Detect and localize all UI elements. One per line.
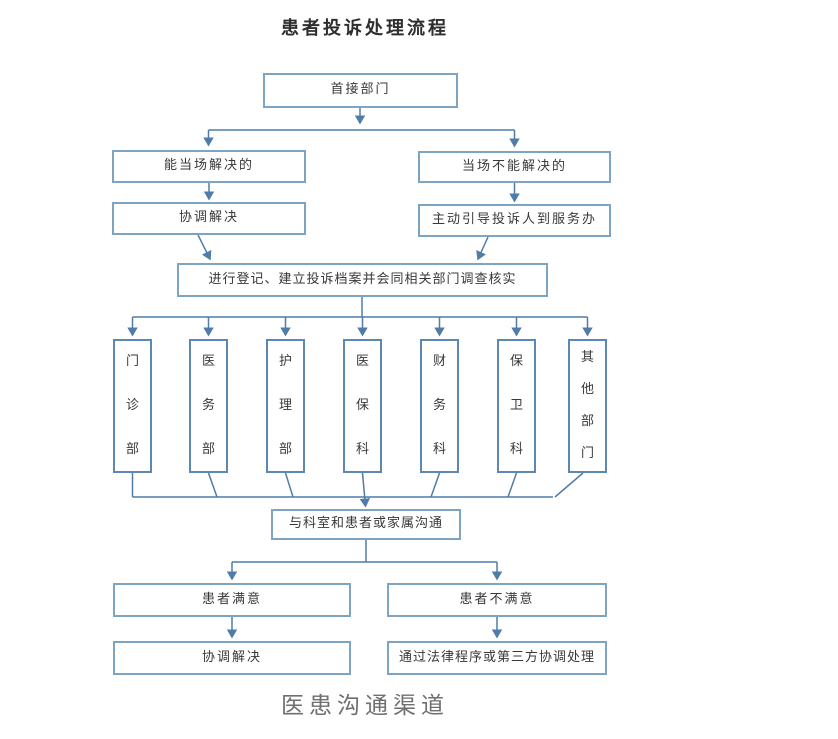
node-patient-unsatisfied: 患者不满意: [387, 583, 607, 617]
node-dept-outpatient: 门诊部: [113, 339, 152, 473]
node-label: 患者不满意: [459, 591, 535, 607]
node-label: 护理部: [278, 354, 292, 457]
node-dept-medical-insurance: 医保科: [343, 339, 382, 473]
node-label: 与科室和患者或家属沟通: [288, 516, 443, 532]
node-register-investigate: 进行登记、建立投诉档案并会同相关部门调查核实: [177, 263, 548, 297]
node-coordinate-resolve-final: 协调解决: [113, 641, 351, 675]
node-guide-to-service-office: 主动引导投诉人到服务办: [418, 204, 611, 237]
node-label: 财务科: [432, 354, 446, 457]
node-label: 首接部门: [330, 82, 391, 98]
node-label: 能当场解决的: [163, 158, 254, 174]
node-label: 主动引导投诉人到服务办: [431, 212, 597, 228]
node-resolve-onsite: 能当场解决的: [112, 150, 306, 183]
node-label: 协调解决: [178, 210, 239, 226]
node-label: 门诊部: [125, 354, 139, 457]
node-label: 医务部: [201, 354, 215, 457]
node-label: 协调解决: [201, 649, 262, 665]
node-label: 进行登记、建立投诉档案并会同相关部门调查核实: [208, 271, 517, 287]
node-patient-satisfied: 患者满意: [113, 583, 351, 617]
page-title: 患者投诉处理流程: [281, 18, 449, 39]
node-label: 医保科: [355, 354, 369, 457]
node-label: 其他部门: [580, 350, 594, 461]
node-label: 通过法律程序或第三方协调处理: [398, 649, 595, 665]
bottom-caption: 医患沟通渠道: [281, 693, 449, 719]
node-label: 保卫科: [509, 354, 523, 457]
node-label: 患者满意: [201, 591, 262, 607]
node-dept-other: 其他部门: [568, 339, 607, 473]
node-legal-or-third-party: 通过法律程序或第三方协调处理: [387, 641, 607, 675]
node-first-receiving-dept: 首接部门: [263, 73, 458, 108]
node-label: 当场不能解决的: [461, 158, 567, 174]
node-dept-medical-affairs: 医务部: [189, 339, 228, 473]
node-coordinate-resolve: 协调解决: [112, 202, 306, 235]
node-dept-finance: 财务科: [420, 339, 459, 473]
node-communicate-family: 与科室和患者或家属沟通: [271, 509, 461, 540]
node-dept-nursing: 护理部: [266, 339, 305, 473]
node-not-resolve-onsite: 当场不能解决的: [418, 151, 611, 183]
node-dept-security: 保卫科: [497, 339, 536, 473]
